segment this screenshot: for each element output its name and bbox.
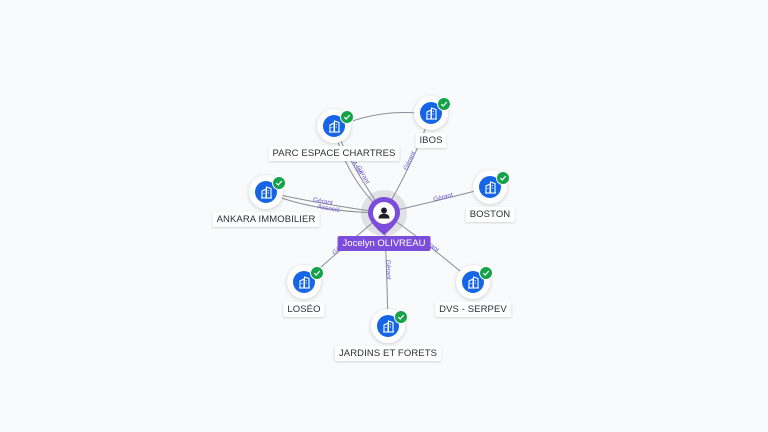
building-icon bbox=[377, 315, 399, 337]
edge-label-ankara-immobilier-1: Associé bbox=[317, 203, 341, 214]
company-name-label: BOSTON bbox=[465, 207, 515, 222]
company-name-label: JARDINS ET FORETS bbox=[334, 346, 442, 361]
building-icon bbox=[462, 271, 484, 293]
edge-label-jardins-et-forets: Gérant bbox=[384, 260, 392, 280]
edge-label-boston: Gérant bbox=[433, 192, 454, 204]
edge-label-ibos: Gérant bbox=[402, 150, 417, 171]
company-name-label: DVS - SERPEV bbox=[435, 302, 511, 317]
building-icon bbox=[255, 181, 277, 203]
edge-label-ankara-immobilier: Gérant bbox=[312, 197, 333, 207]
check-icon bbox=[394, 310, 408, 324]
company-name-label: LOSÉO bbox=[283, 302, 325, 317]
check-icon bbox=[310, 266, 324, 280]
person-icon bbox=[368, 197, 400, 235]
check-icon bbox=[437, 97, 451, 111]
building-icon bbox=[479, 176, 501, 198]
company-node-circle bbox=[249, 175, 283, 209]
building-icon bbox=[420, 102, 442, 124]
check-icon bbox=[272, 176, 286, 190]
check-icon bbox=[479, 266, 493, 280]
building-icon bbox=[323, 115, 345, 137]
company-name-label: PARC ESPACE CHARTRES bbox=[268, 146, 400, 161]
edge-parc-espace-chartres-ibos bbox=[343, 112, 418, 125]
person-name-label: Jocelyn OLIVREAU bbox=[337, 236, 431, 251]
company-name-label: IBOS bbox=[415, 133, 447, 148]
company-name-label: ANKARA IMMOBILIER bbox=[212, 212, 320, 227]
company-node-circle bbox=[287, 265, 321, 299]
company-node-circle bbox=[456, 265, 490, 299]
check-icon bbox=[340, 110, 354, 124]
building-icon bbox=[293, 271, 315, 293]
check-icon bbox=[496, 171, 510, 185]
